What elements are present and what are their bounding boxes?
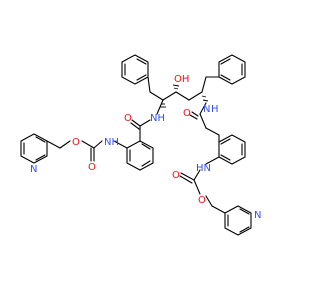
benzyl-ring-left (121, 54, 149, 85)
amide-left (130, 99, 164, 142)
pyridine-ring-left (20, 133, 48, 164)
carbamate-nh-right-label: HN (196, 163, 211, 174)
carbamate-right (179, 156, 226, 214)
structure-svg: OH NH N H O O HN NH O O O O N N (20, 54, 261, 236)
amide-h-right-label: H (211, 104, 219, 115)
carbamate-ester-o-right-label: O (198, 195, 206, 206)
aromatic-ring-left (126, 140, 154, 171)
carbamate-nh-left-label: NH (104, 137, 119, 148)
amide-right (189, 102, 207, 129)
amide-nh-left-label: NH (150, 113, 165, 124)
carbamate-ester-o-left-label: O (72, 137, 80, 148)
pyridine-ring-right (224, 205, 252, 236)
amide-oxygen-left-label: O (124, 113, 132, 124)
pyridine-n-left-label: N (30, 164, 37, 175)
pyridine-n-right-label: N (254, 210, 261, 221)
hydroxyl-label: OH (174, 74, 189, 85)
amide-n-right-label: N (203, 104, 210, 115)
carbamate-carbonyl-o-left-label: O (88, 162, 96, 173)
benzyl-ring-right (218, 54, 246, 85)
central-chain (147, 76, 220, 108)
aromatic-ring-right (205, 127, 246, 165)
carbamate-left (46, 140, 128, 162)
molecule-diagram: OH NH N H O O HN NH O O O O N N (20, 54, 261, 236)
atom-labels: OH NH N H O O HN NH O O O O N N (30, 74, 261, 221)
amide-oxygen-right-label: O (183, 108, 191, 119)
carbamate-carbonyl-o-right-label: O (172, 170, 180, 181)
